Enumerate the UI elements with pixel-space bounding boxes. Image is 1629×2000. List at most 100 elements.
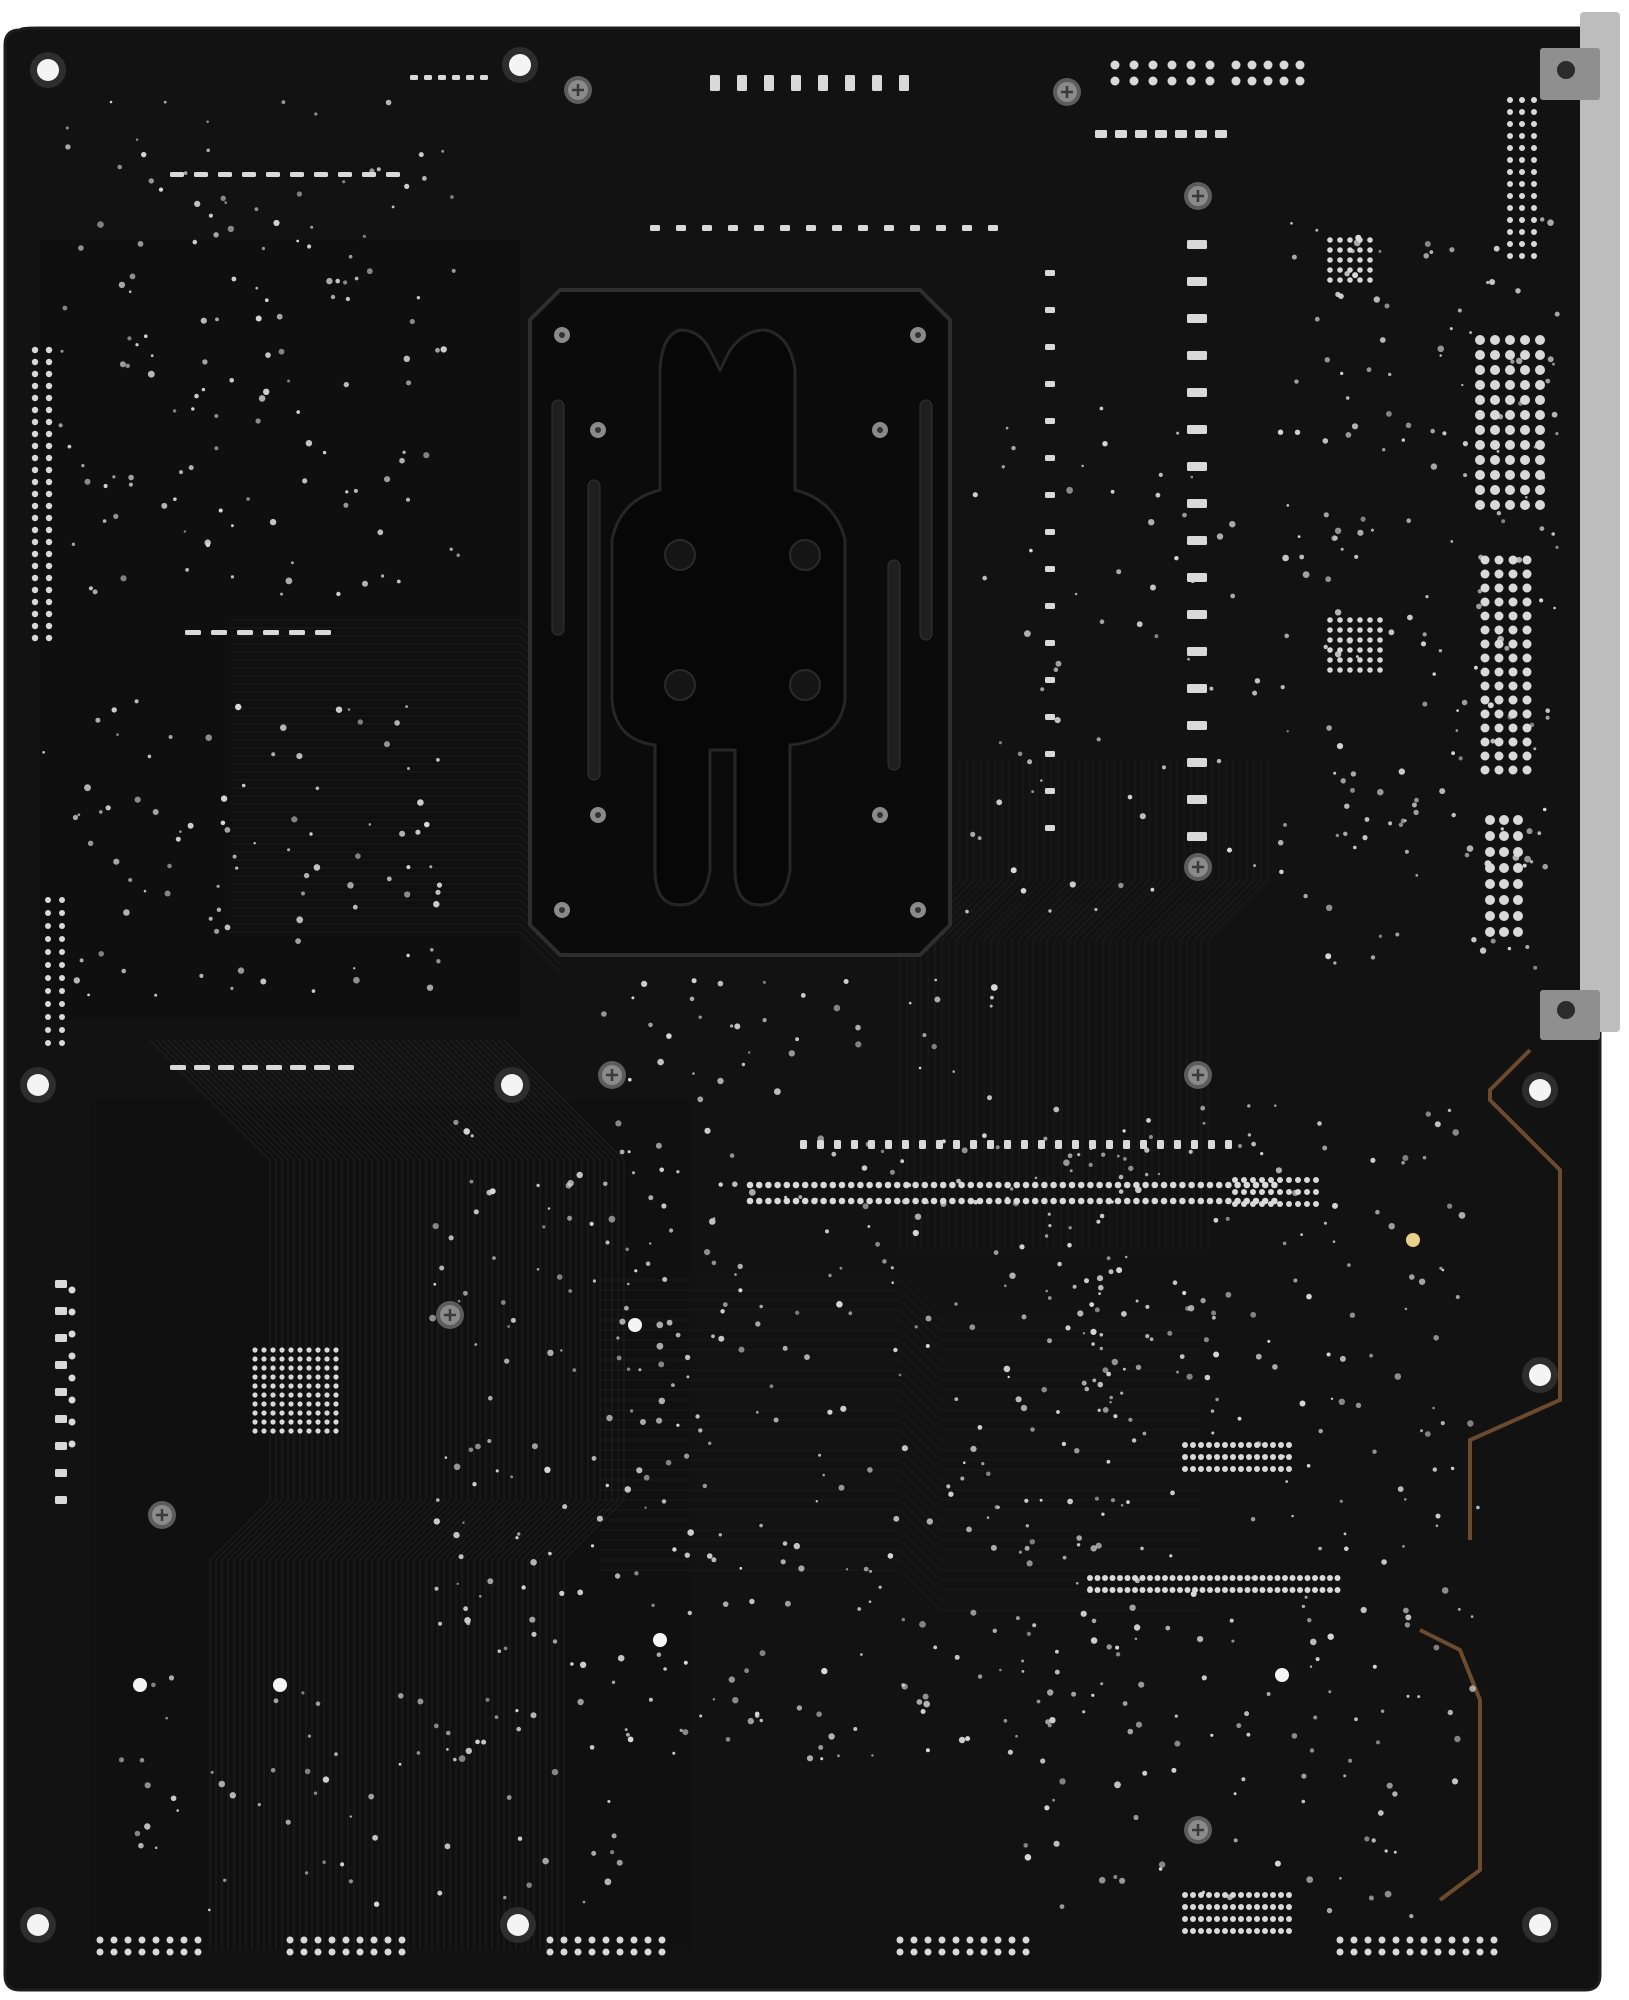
via [1054, 717, 1061, 724]
via [1540, 217, 1545, 222]
chip-ball [1377, 637, 1383, 643]
trace-line [955, 760, 1017, 1250]
header-pin [45, 454, 53, 462]
via [1333, 961, 1337, 965]
via [998, 741, 1003, 745]
via [449, 547, 453, 551]
via [969, 1324, 976, 1331]
via [1106, 1371, 1111, 1377]
io-pin [1508, 569, 1518, 579]
via [607, 1800, 611, 1803]
trace-line [1039, 760, 1101, 1250]
chip-ball [306, 1401, 312, 1407]
via [172, 409, 177, 413]
via [589, 1745, 595, 1750]
via [759, 1718, 763, 1723]
via [684, 1453, 690, 1459]
via [1090, 1328, 1097, 1335]
smd-pad [1045, 640, 1055, 646]
pcie-x1-pin [1222, 1466, 1228, 1472]
mounting-hole [509, 54, 531, 76]
header-pin [1231, 76, 1241, 86]
io-pin [1513, 815, 1523, 825]
trace-line [600, 1539, 1200, 1581]
via [406, 497, 410, 502]
trace-line [230, 923, 561, 965]
via [970, 1609, 977, 1616]
via [1339, 1355, 1346, 1362]
pcie-slot-pin [1232, 1201, 1238, 1207]
pcie-x1-pin [1206, 1454, 1212, 1460]
pcie-x1-pin [1254, 1466, 1260, 1472]
header-pin [1364, 1936, 1372, 1944]
via [1555, 545, 1559, 549]
pcie-slot-pin [792, 1181, 800, 1189]
via [837, 1754, 840, 1758]
via [102, 519, 107, 523]
via [1109, 1395, 1113, 1400]
via [1304, 1595, 1308, 1599]
via [627, 1736, 634, 1743]
header-pin [96, 1948, 104, 1956]
trace-line [600, 1409, 1200, 1451]
pcie-x4-pin [1237, 1587, 1243, 1593]
pcie-x1-pin [1206, 1928, 1212, 1934]
dimm-pad [266, 1065, 282, 1070]
pcie-slot-pin [829, 1197, 837, 1205]
io-pin [1520, 335, 1530, 345]
via [446, 1748, 449, 1751]
io-pin [1494, 695, 1504, 705]
via [1076, 1543, 1081, 1547]
via [1115, 1652, 1121, 1657]
header-pin [1247, 76, 1257, 86]
chip-ball [1347, 257, 1353, 263]
vrm-pad [710, 75, 720, 91]
header-pin [342, 1936, 350, 1944]
via [1089, 1147, 1093, 1150]
via [1515, 288, 1521, 294]
chip-ball [333, 1410, 339, 1416]
via [465, 1747, 472, 1755]
io-pin [1531, 241, 1537, 247]
via [436, 1498, 440, 1502]
via [1469, 331, 1473, 335]
via [1059, 1778, 1066, 1785]
header-pin [59, 1014, 65, 1020]
smd-pad [1045, 418, 1055, 424]
chip-ball [279, 1347, 285, 1353]
via [925, 1748, 930, 1753]
pcie-x1-pin [1206, 1904, 1212, 1910]
pcie-slot-pin [912, 1197, 919, 1205]
via [1402, 1545, 1405, 1548]
pcie-x4-pin [1267, 1587, 1273, 1593]
via [1077, 1310, 1084, 1317]
io-pin [1490, 410, 1500, 420]
via [1338, 1398, 1346, 1406]
via [433, 1518, 440, 1525]
via [1476, 603, 1482, 610]
smd-pad [1191, 1140, 1198, 1149]
header-pin [1167, 76, 1177, 86]
io-pin [1520, 350, 1530, 360]
header-pin [1392, 1936, 1400, 1944]
via [433, 1282, 437, 1286]
pcie-x4-pin [1094, 1575, 1101, 1581]
header-pin [59, 975, 65, 981]
via [1343, 1532, 1347, 1536]
via [1013, 1200, 1019, 1207]
via [1209, 686, 1214, 691]
via [1145, 1304, 1150, 1309]
trace-line [230, 931, 561, 973]
smd-pad [1045, 788, 1055, 794]
via [1170, 1490, 1175, 1496]
via [305, 440, 313, 447]
pcie-x4-pin [1199, 1575, 1206, 1581]
smd-pad [55, 1442, 67, 1450]
via [1384, 1849, 1388, 1853]
io-pin [1485, 831, 1495, 841]
via [97, 221, 104, 228]
pcie-x1-pin [1262, 1454, 1268, 1460]
via [144, 334, 148, 339]
chip-ball [1367, 267, 1373, 273]
via [1451, 812, 1456, 818]
